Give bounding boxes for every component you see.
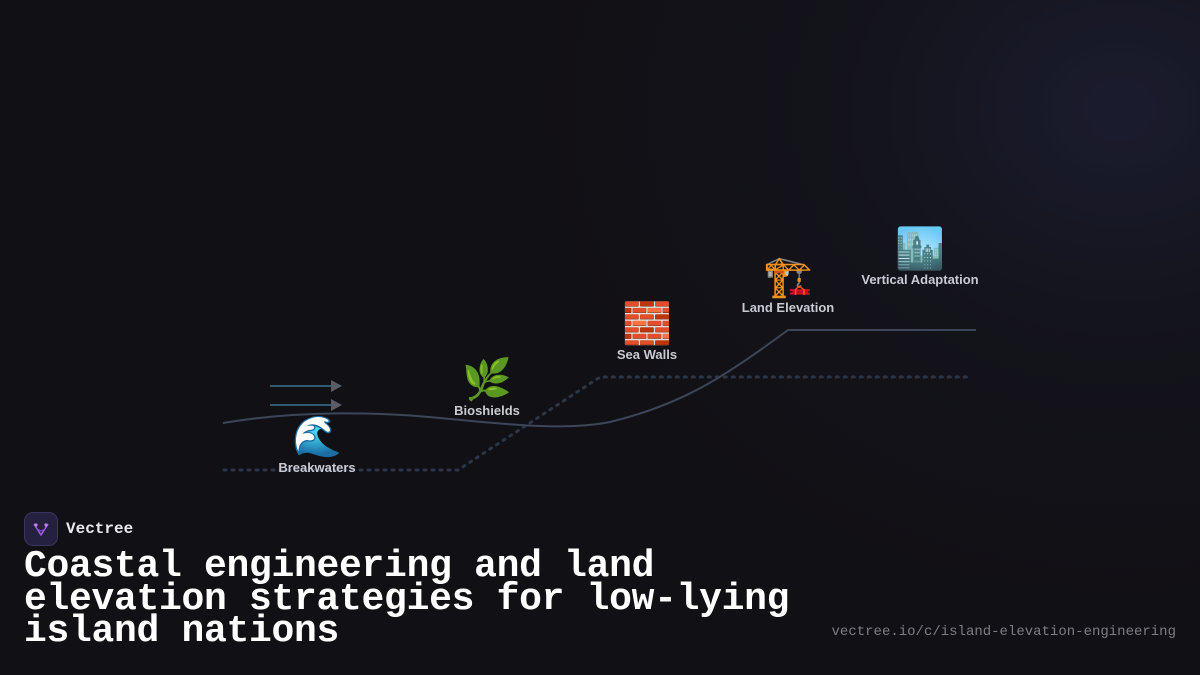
vectree-logo-icon xyxy=(24,512,58,546)
node-vertical-adaptation: 🏙️ Vertical Adaptation xyxy=(861,226,978,288)
herb-icon: 🌿 xyxy=(462,357,512,403)
crane-icon: 🏗️ xyxy=(763,254,813,300)
node-bioshields: 🌿 Bioshields xyxy=(454,357,520,419)
node-label: Bioshields xyxy=(454,403,520,418)
cityscape-icon: 🏙️ xyxy=(895,226,945,272)
node-label: Sea Walls xyxy=(616,347,678,362)
brand-name: Vectree xyxy=(66,520,134,538)
brick-icon: 🧱 xyxy=(622,301,672,347)
node-label: Breakwaters xyxy=(278,460,356,475)
wave-arrow xyxy=(270,399,342,411)
node-land-elevation: 🏗️ Land Elevation xyxy=(742,254,834,316)
page-title: Coastal engineering and land elevation s… xyxy=(24,545,790,653)
node-sea-walls: 🧱 Sea Walls xyxy=(617,301,677,363)
wave-icon: 🌊 xyxy=(292,414,342,460)
wave-arrow xyxy=(270,380,342,392)
sea-level-dotted-line xyxy=(222,375,974,472)
node-breakwaters: 🌊 Breakwaters xyxy=(278,414,355,476)
node-label: Vertical Adaptation xyxy=(861,272,979,287)
brand: Vectree xyxy=(24,512,133,546)
terrain-profile-curve xyxy=(222,329,976,428)
page-url: vectree.io/c/island-elevation-engineerin… xyxy=(831,624,1176,640)
node-label: Land Elevation xyxy=(741,300,835,315)
